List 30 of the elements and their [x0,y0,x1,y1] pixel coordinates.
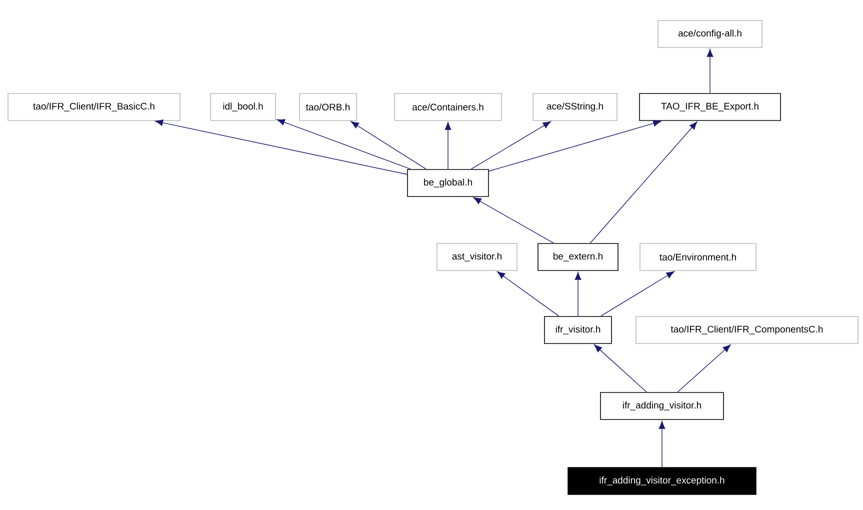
file-box: ace/SString.h [532,93,618,121]
arrow [155,120,408,175]
arrow [590,122,698,244]
arrow [677,344,731,392]
file-box: ace/config-all.h [658,20,762,48]
file-box: tao/IFR_Client/IFR_ComponentsC.h [636,316,858,344]
file-box: tao/Environment.h [640,243,756,271]
arrow [706,48,714,94]
arrow [473,197,554,244]
file-box: ace/Containers.h [394,93,502,121]
file-box: be_global.h [407,169,489,197]
arrow [574,272,582,316]
arrow [594,344,647,392]
arrow [276,119,411,170]
file-box: ifr_visitor.h [544,316,612,344]
file-box: tao/IFR_Client/IFR_BasicC.h [8,93,180,121]
file-box: idl_bool.h [210,93,276,121]
arrow [470,121,551,170]
arrow [600,271,674,316]
arrow [488,120,662,172]
arrow [350,121,426,170]
arrow [497,271,560,316]
file-box: ifr_adding_visitor_exception.h [568,467,756,495]
arrow [444,122,452,170]
file-box: TAO_IFR_BE_Export.h [639,93,781,121]
file-box: ast_visitor.h [436,243,518,271]
file-box: ifr_adding_visitor.h [600,392,724,420]
file-box: tao/ORB.h [299,93,357,121]
file-box: be_extern.h [538,243,618,271]
arrow [658,420,666,468]
